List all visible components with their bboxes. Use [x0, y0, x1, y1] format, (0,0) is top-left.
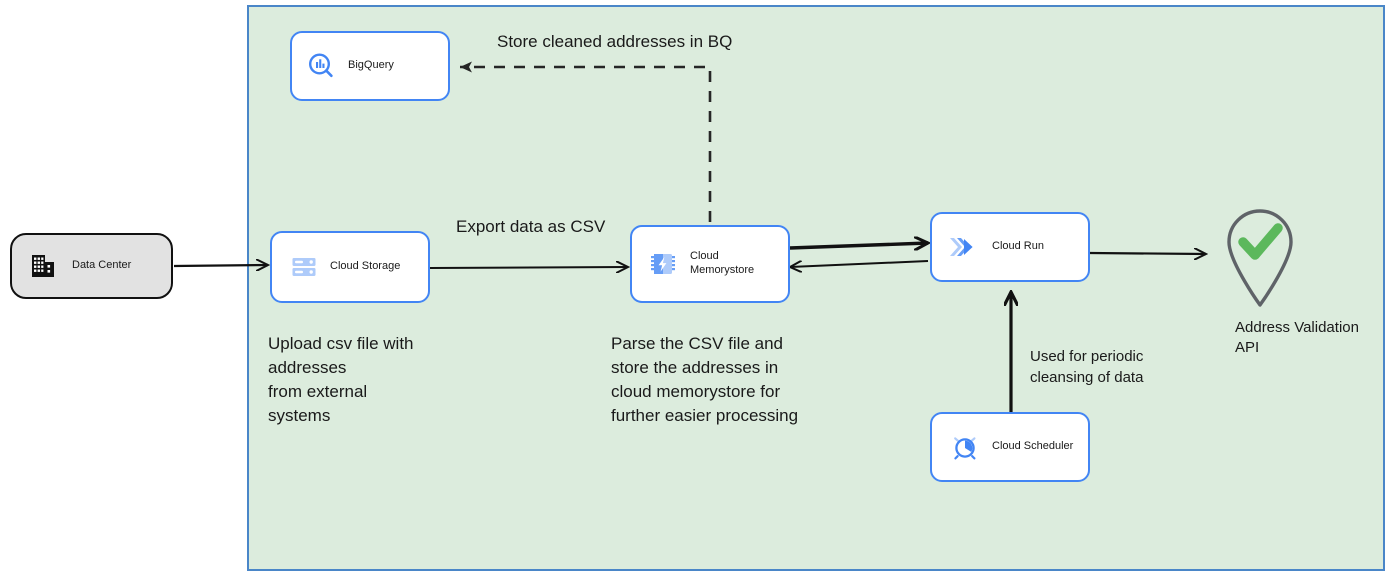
node-label-cloud-scheduler: Cloud Scheduler [992, 440, 1074, 453]
cloud-memorystore-icon [648, 249, 678, 279]
label-address-validation-api: Address Validation API [1235, 319, 1359, 357]
node-address-validation-api[interactable]: Address Validation API [1219, 204, 1359, 356]
cloud-storage-icon [290, 253, 318, 281]
edge-label-store-cleaned-bq: Store cleaned addresses in BQ [497, 32, 733, 51]
node-label-bigquery: BigQuery [348, 59, 394, 72]
node-data-center[interactable]: Data Center [10, 233, 173, 299]
node-bigquery[interactable]: BigQuery [290, 31, 450, 101]
data-center-building-icon [30, 253, 56, 279]
edge-label-export-csv: Export data as CSV [456, 217, 606, 236]
node-cloud-storage[interactable]: Cloud Storage [270, 231, 430, 303]
node-label-cloud-run: Cloud Run [992, 240, 1044, 253]
node-cloud-run[interactable]: Cloud Run [930, 212, 1090, 282]
node-label-cloud-storage: Cloud Storage [330, 260, 401, 273]
map-pin-check-icon [1219, 204, 1301, 313]
node-cloud-memorystore[interactable]: Cloud Memorystore [630, 225, 790, 303]
cloud-scheduler-icon [950, 432, 980, 462]
bigquery-icon [306, 51, 336, 81]
cloud-run-icon [948, 234, 978, 260]
note-parse-csv: Parse the CSV file and store the address… [611, 334, 799, 426]
note-upload-csv: Upload csv file with addresses from exte… [268, 334, 414, 426]
node-label-cloud-memorystore: Cloud Memorystore [690, 250, 755, 276]
node-label-data-center: Data Center [72, 259, 132, 272]
edge-label-periodic-cleansing: Used for periodic cleansing of data [1030, 348, 1144, 386]
node-cloud-scheduler[interactable]: Cloud Scheduler [930, 412, 1090, 482]
